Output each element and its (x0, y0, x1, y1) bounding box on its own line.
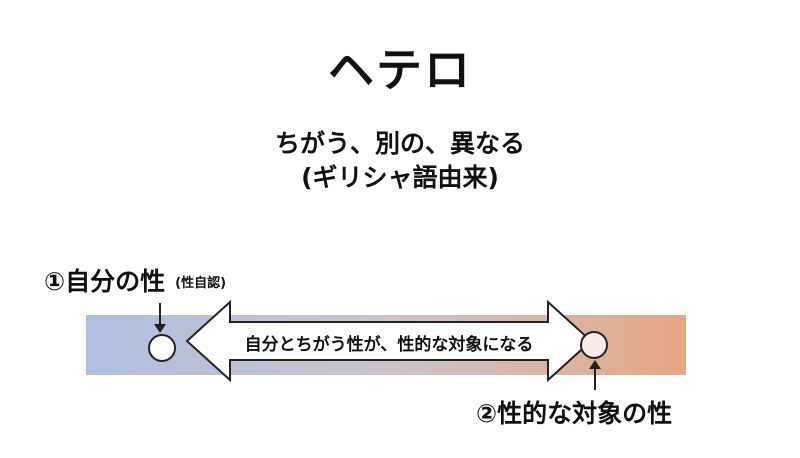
node-target-sex (580, 331, 608, 359)
subtitle-meaning: ちがう、別の、異なる (274, 129, 525, 158)
pointer-arrow-2-head (589, 360, 601, 369)
arrow-label: 自分とちがう性が、性的な対象になる (244, 335, 534, 355)
pointer-arrow-1-head (154, 324, 166, 333)
subtitle-origin: (ギリシャ語由来) (301, 163, 499, 192)
page-title: ヘテロ (328, 43, 472, 97)
node-own-sex-note: (性自認) (175, 276, 227, 291)
node-own-sex-text: ①自分の性 (44, 267, 166, 296)
node-own-sex (148, 334, 176, 362)
node-own-sex-label: ①自分の性 (性自認) (44, 262, 226, 298)
node-target-sex-label: ②性的な対象の性 (476, 399, 673, 428)
